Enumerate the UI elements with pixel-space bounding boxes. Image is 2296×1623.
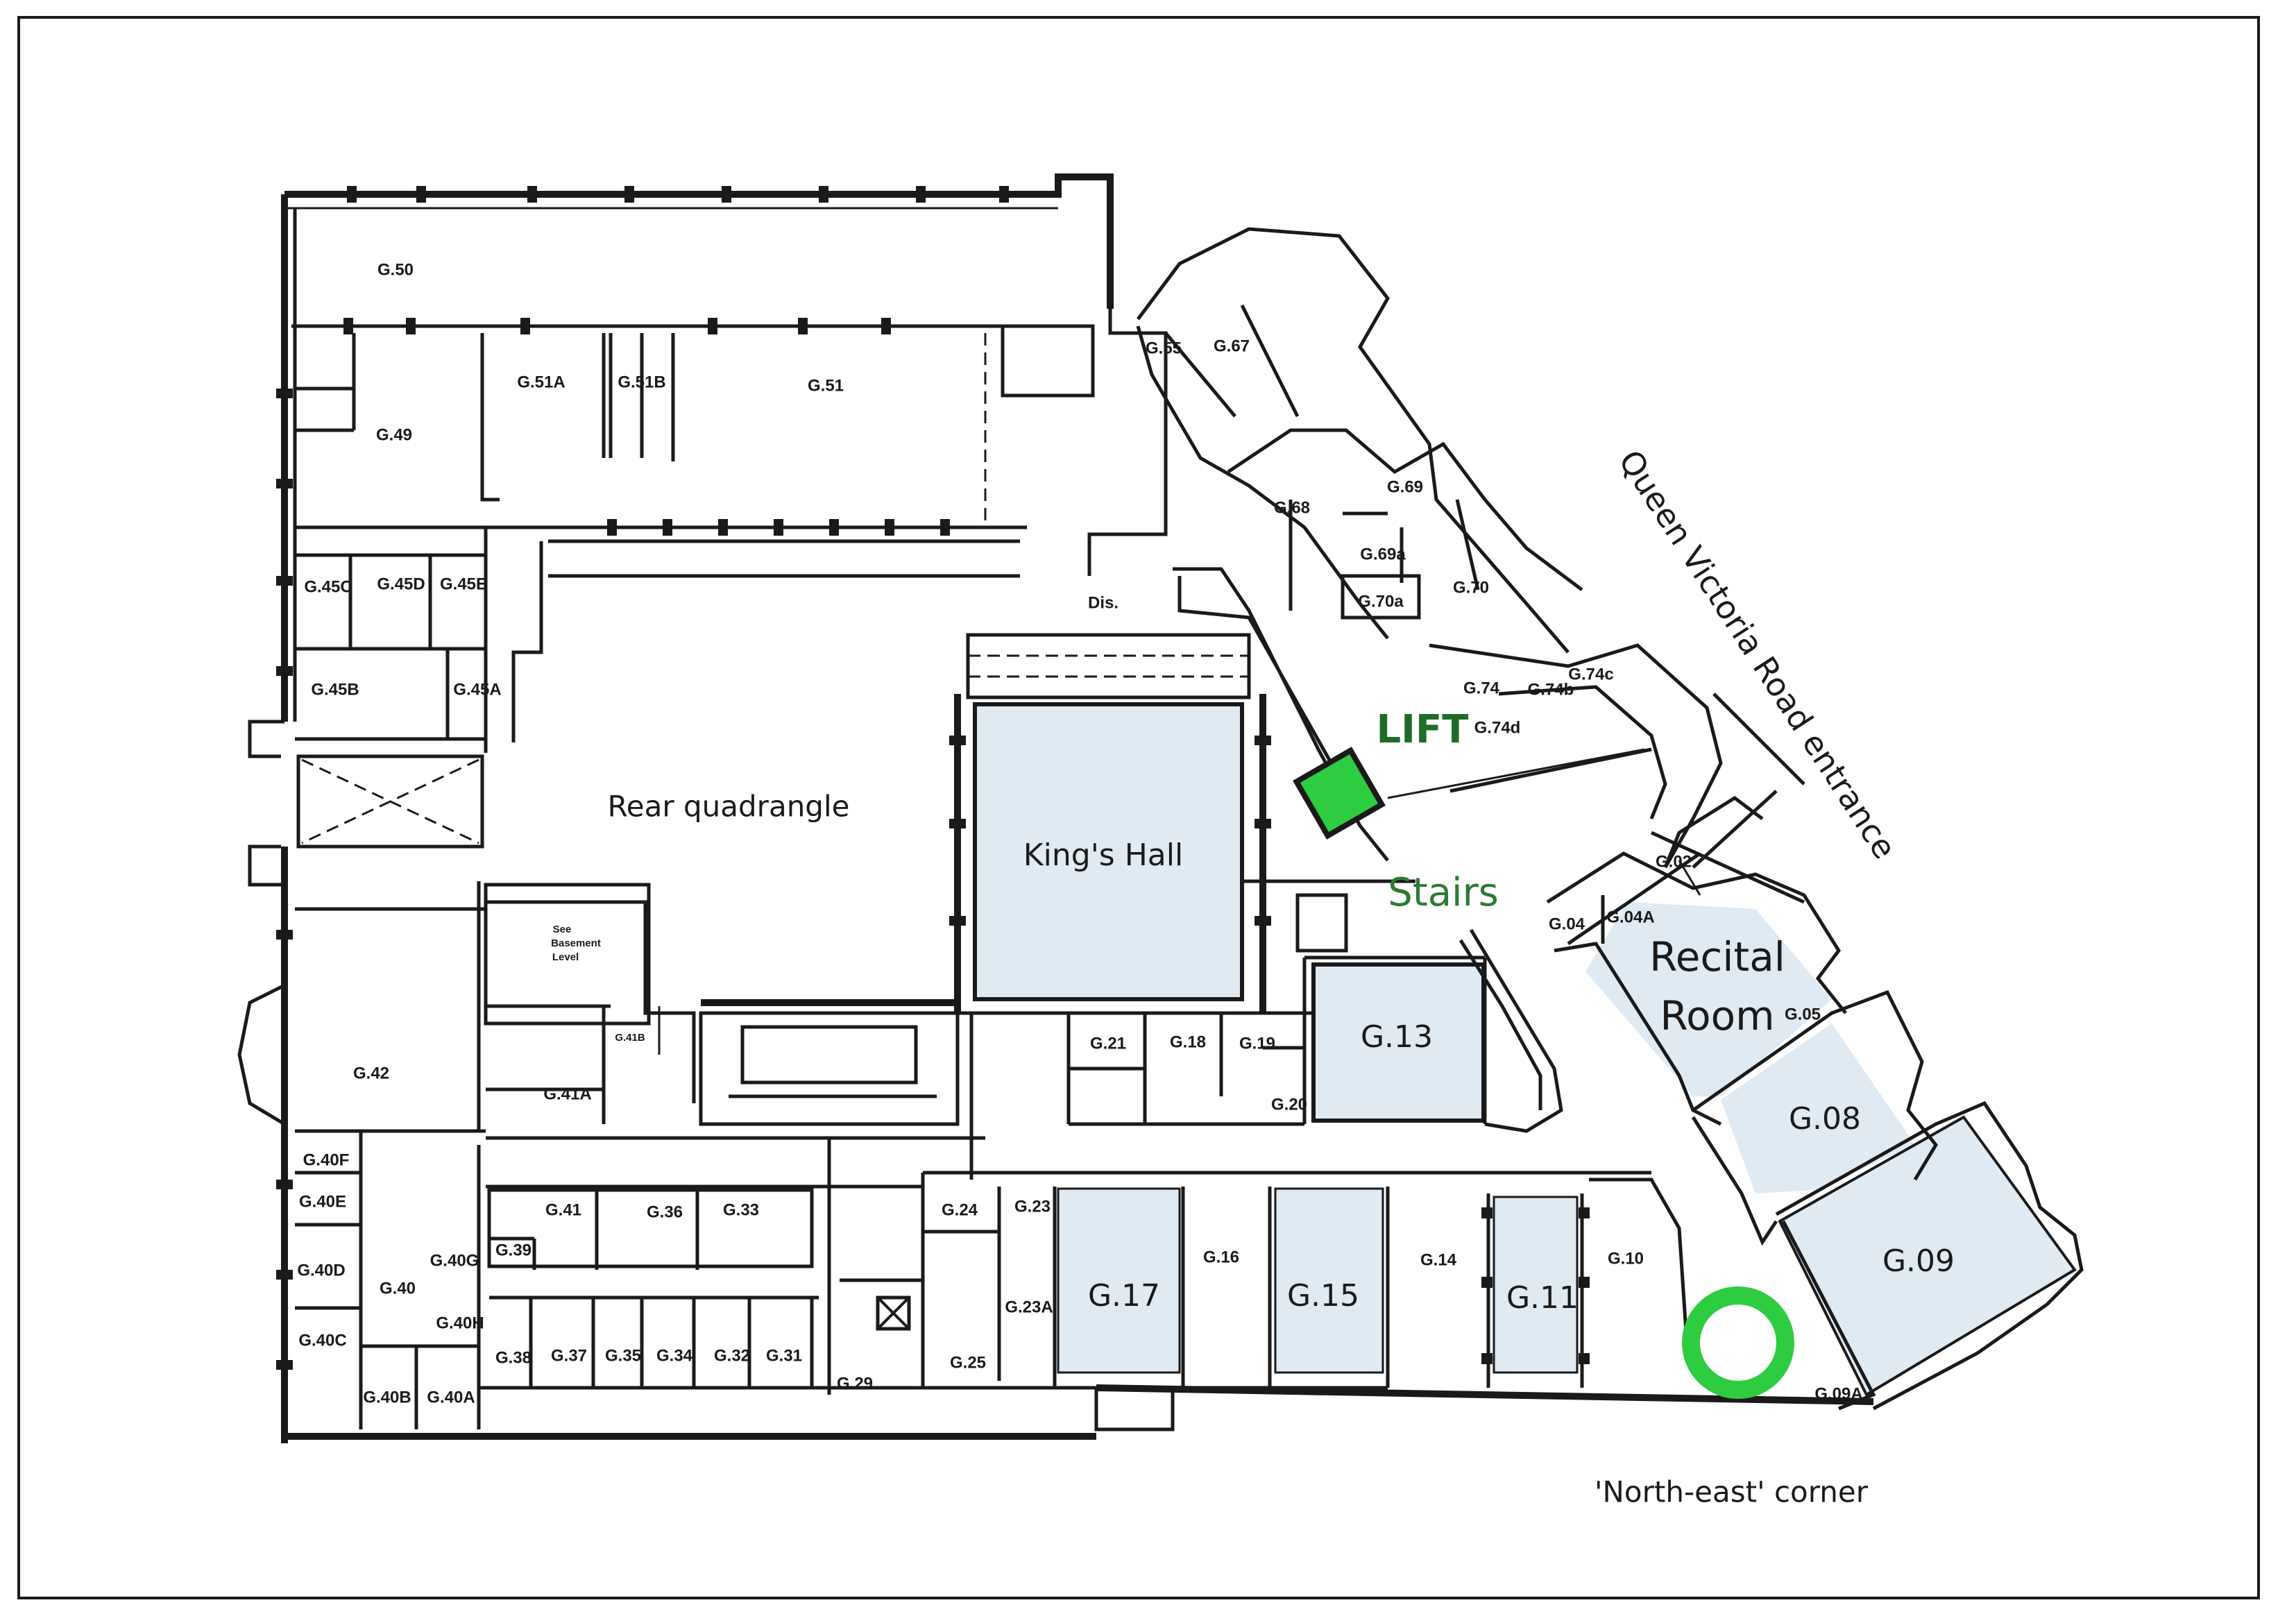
room-label-g29: G.29: [837, 1374, 873, 1393]
ne-corner-ring[interactable]: [1682, 1286, 1794, 1399]
room-label-g74c: G.74c: [1568, 665, 1613, 683]
room-label-g31: G.31: [766, 1346, 802, 1365]
room-label-g70: G.70: [1453, 578, 1489, 597]
room-labels: G.50 G.51A G.51B G.51 G.49 G.45C G.45D G…: [297, 260, 1862, 1407]
g17-fill[interactable]: [1057, 1187, 1181, 1374]
room-label-g68: G.68: [1274, 498, 1310, 517]
g15-fill[interactable]: [1274, 1187, 1384, 1374]
room-label-g02: G.02: [1656, 852, 1692, 871]
room-label-g41b: G.41B: [615, 1032, 645, 1044]
room-label-g40f: G.40F: [303, 1150, 350, 1169]
room-label-g74d: G.74d: [1474, 718, 1521, 737]
room-label-g40c: G.40C: [298, 1331, 346, 1350]
room-label-g42: G.42: [353, 1064, 389, 1082]
room-label-g25: G.25: [950, 1353, 986, 1372]
lift-marker[interactable]: [1293, 747, 1386, 840]
room-label-g40d: G.40D: [297, 1261, 345, 1280]
room-label-g10: G.10: [1608, 1249, 1644, 1268]
room-label-g69a: G.69a: [1360, 545, 1406, 563]
room-label-g37: G.37: [551, 1346, 587, 1365]
room-label-g55: G.55: [1146, 339, 1182, 357]
room-label-g04: G.04: [1549, 915, 1585, 933]
room-label-g19: G.19: [1239, 1034, 1275, 1053]
room-label-g39: G.39: [495, 1241, 532, 1259]
recital-room-label-2: Room: [1660, 992, 1774, 1039]
room-label-g49: G.49: [376, 425, 412, 444]
room-label-g40g: G.40G: [430, 1251, 479, 1270]
room-label-g40: G.40: [380, 1279, 416, 1298]
g09-fill[interactable]: [1778, 1115, 2077, 1397]
room-label-g08: G.08: [1789, 1101, 1861, 1137]
see-basement-2: Basement: [551, 937, 601, 949]
g13-fill[interactable]: [1311, 962, 1486, 1123]
room-label-g15: G.15: [1287, 1278, 1359, 1314]
room-label-g40h: G.40H: [436, 1314, 484, 1332]
room-label-g05: G.05: [1785, 1005, 1821, 1023]
lift-label: LIFT: [1377, 707, 1469, 752]
room-label-g69: G.69: [1387, 477, 1423, 496]
recital-room-label-1: Recital: [1649, 933, 1785, 980]
room-label-g36: G.36: [647, 1203, 683, 1221]
stairs-label: Stairs: [1388, 870, 1499, 915]
room-label-g41a: G.41A: [543, 1085, 591, 1103]
room-label-g20: G.20: [1271, 1095, 1307, 1114]
room-label-g09a: G.09A: [1814, 1384, 1862, 1403]
room-label-g16: G.16: [1203, 1248, 1239, 1266]
highlighted-room-fills: [973, 702, 2077, 1397]
room-label-g04a: G.04A: [1606, 908, 1654, 926]
room-label-g23a: G.23A: [1005, 1298, 1053, 1316]
see-basement-3: Level: [552, 951, 579, 963]
room-label-g09: G.09: [1882, 1243, 1955, 1279]
entrance-label: Queen Victoria Road entrance: [1611, 443, 1903, 865]
room-label-g51b: G.51B: [618, 373, 665, 391]
room-label-g45a: G.45A: [453, 680, 501, 699]
rear-quadrangle-label: Rear quadrangle: [608, 790, 850, 824]
room-label-g70a: G.70a: [1358, 592, 1404, 611]
room-label-g74b: G.74b: [1528, 680, 1574, 699]
room-label-g67: G.67: [1214, 337, 1250, 355]
room-label-g17: G.17: [1088, 1278, 1160, 1314]
room-label-g38: G.38: [495, 1348, 532, 1367]
room-label-g18: G.18: [1170, 1033, 1206, 1051]
room-label-g11: G.11: [1506, 1280, 1579, 1316]
room-label-g40a: G.40A: [427, 1388, 475, 1407]
room-label-dis: Dis.: [1088, 593, 1119, 612]
room-label-g45c: G.45C: [304, 577, 352, 596]
room-label-g74: G.74: [1463, 679, 1500, 697]
basement-box: [484, 883, 651, 1026]
column-marks: [276, 186, 1590, 1370]
g08-fill[interactable]: [1721, 1023, 1915, 1193]
corner-label: 'North-east' corner: [1595, 1475, 1869, 1509]
room-label-g32: G.32: [714, 1346, 750, 1365]
room-label-g45e: G.45E: [440, 575, 487, 593]
recital-room-fill[interactable]: [1585, 902, 1832, 1096]
kings-hall-label: King's Hall: [1023, 838, 1183, 873]
room-label-g40e: G.40E: [299, 1192, 346, 1211]
room-label-g51: G.51: [808, 376, 844, 395]
room-label-g33: G.33: [723, 1200, 759, 1219]
room-label-g14: G.14: [1420, 1250, 1457, 1269]
page-frame: [17, 16, 2260, 1599]
room-label-g23: G.23: [1014, 1197, 1051, 1216]
room-label-g45b: G.45B: [311, 680, 359, 699]
room-label-g34: G.34: [656, 1346, 693, 1365]
room-label-g50: G.50: [377, 260, 414, 279]
room-label-g41: G.41: [545, 1200, 581, 1219]
room-label-g21: G.21: [1090, 1034, 1126, 1053]
room-label-g45d: G.45D: [377, 575, 425, 593]
room-label-g13: G.13: [1361, 1019, 1433, 1055]
see-basement-1: See: [553, 924, 572, 935]
room-label-g51a: G.51A: [517, 373, 565, 391]
room-label-g35: G.35: [605, 1346, 641, 1365]
g11-fill[interactable]: [1493, 1196, 1579, 1374]
room-label-g40b: G.40B: [363, 1388, 411, 1407]
kings-hall-fill[interactable]: [973, 702, 1244, 1001]
room-label-g24: G.24: [942, 1200, 978, 1219]
